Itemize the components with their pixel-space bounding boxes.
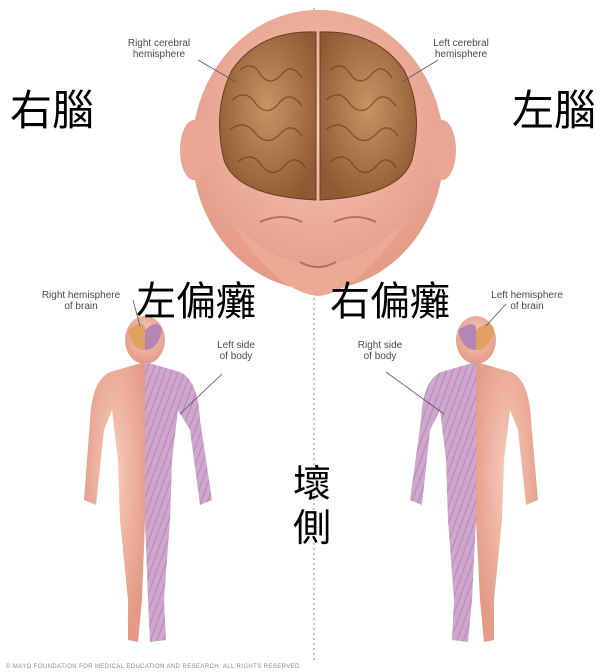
cjk-left-hemiplegia: 左偏癱 <box>136 282 256 322</box>
label-right-cerebral-hemisphere: Right cerebral hemisphere <box>104 38 214 60</box>
cjk-left-brain: 左腦 <box>512 90 596 132</box>
cjk-right-brain: 右腦 <box>10 90 94 132</box>
label-left-side-of-body: Left side of body <box>196 340 276 362</box>
cjk-right-hemiplegia: 右偏癱 <box>330 282 450 322</box>
cjk-damaged-side: 壞側 <box>290 462 334 550</box>
label-left-cerebral-hemisphere: Left cerebral hemisphere <box>406 38 516 60</box>
label-left-hemisphere-of-brain: Left hemisphere of brain <box>472 290 582 312</box>
label-right-hemisphere-of-brain: Right hemisphere of brain <box>26 290 136 312</box>
copyright-notice: © MAYO FOUNDATION FOR MEDICAL EDUCATION … <box>6 664 302 670</box>
label-right-side-of-body: Right side of body <box>340 340 420 362</box>
